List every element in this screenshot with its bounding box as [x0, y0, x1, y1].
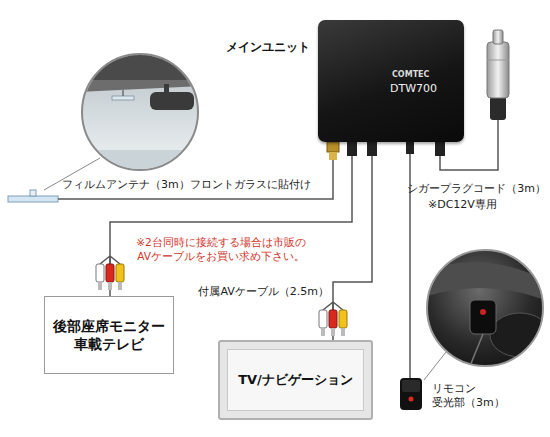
- note-text: ※2台同時に接続する場合は市販の AVケーブルをお買い求め下さい。: [135, 236, 307, 263]
- node-caption: シガープラグコード（3m）: [407, 182, 546, 196]
- windshield-view: [44, 52, 200, 190]
- cigar-plug: [487, 30, 509, 158]
- cable-line: [333, 142, 372, 340]
- port-connectors: [327, 142, 445, 160]
- node-caption: メインユニット: [226, 40, 310, 56]
- cigar-plug-item: シガープラグコード（3m）※DC12V専用: [480, 26, 516, 158]
- cable-line: [409, 142, 411, 378]
- brand-logo: COMTEC: [392, 70, 429, 80]
- node-caption: TV/ナビゲーション: [238, 372, 353, 389]
- rca-plugs: [319, 302, 347, 336]
- tv-box: TV/ナビゲーション: [218, 340, 373, 420]
- model-name: DTW700: [390, 82, 437, 96]
- monitor-box: 後部座席モニター 車載テレビ: [44, 296, 174, 374]
- node-note: ※DC12V専用: [428, 198, 497, 212]
- dashboard-view: [424, 250, 550, 380]
- node-caption: 後部座席モニター 車載テレビ: [52, 317, 166, 353]
- cable-line: [440, 142, 498, 170]
- main-unit: メインユニット: [318, 20, 464, 142]
- rca-plugs: [96, 256, 124, 290]
- antenna-item: フィルムアンテナ（3m）フロントガラスに貼付け: [6, 176, 281, 206]
- remote-item: リモコン 受光部（3m）: [400, 378, 422, 410]
- cable-label: 付属AVケーブル（2.5m）: [197, 285, 330, 299]
- node-caption: フィルムアンテナ（3m）フロントガラスに貼付け: [62, 178, 311, 192]
- node-caption: リモコン 受光部（3m）: [432, 382, 512, 411]
- remote-receiver: [400, 378, 422, 410]
- film-antenna: [8, 190, 281, 202]
